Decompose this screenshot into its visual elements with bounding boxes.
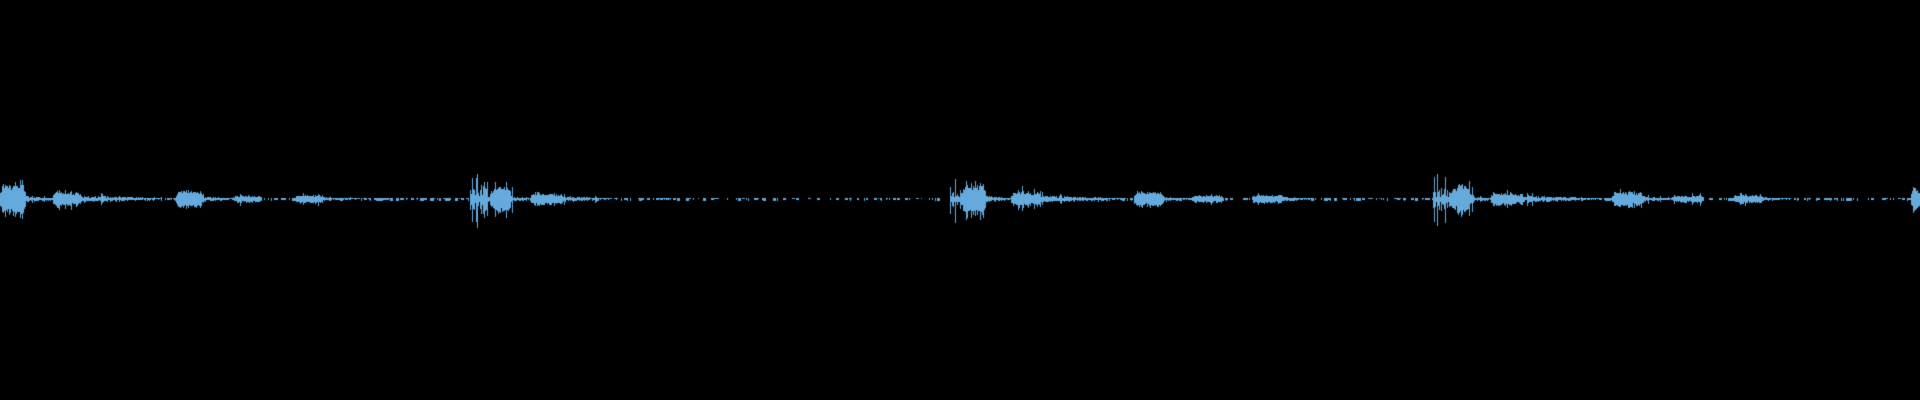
audio-waveform-canvas <box>0 0 1920 400</box>
waveform-panel <box>0 0 1920 400</box>
